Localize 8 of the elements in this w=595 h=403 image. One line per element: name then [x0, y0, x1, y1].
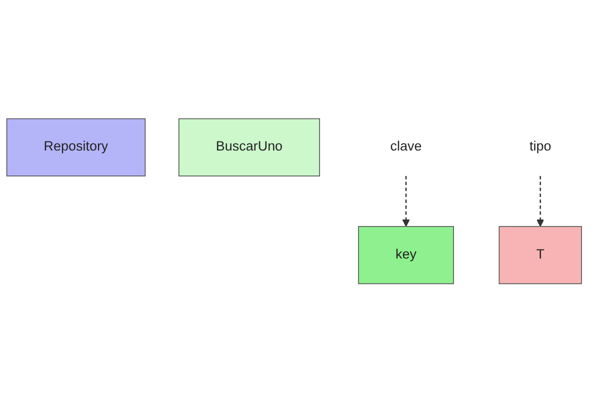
- node-box: Repository: [6, 118, 146, 177]
- arrow: [402, 176, 410, 228]
- node-text: tipo: [529, 140, 552, 154]
- arrow: [536, 176, 544, 228]
- node-text: clave: [390, 140, 422, 154]
- node-box: BuscarUno: [178, 118, 320, 177]
- node-box: T: [498, 226, 582, 284]
- node-box: key: [358, 226, 454, 284]
